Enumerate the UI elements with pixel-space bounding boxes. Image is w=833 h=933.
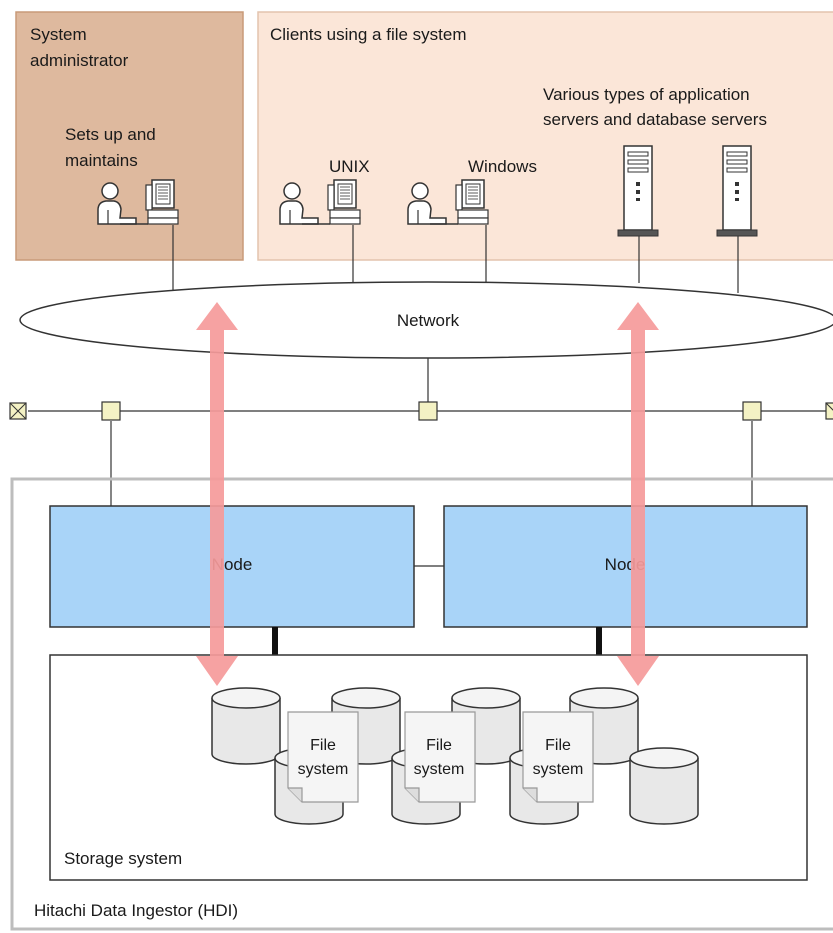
file-system-1-line2: system [298, 761, 349, 778]
admin-title-line2: administrator [30, 51, 129, 70]
servers-label-line1: Various types of application [543, 85, 750, 104]
file-system-3-line2: system [533, 761, 584, 778]
admin-role-line1: Sets up and [65, 125, 156, 144]
disk-icon [629, 747, 699, 825]
lan-terminator-left [9, 402, 27, 420]
lan-terminator-right [825, 402, 833, 420]
storage-system-label: Storage system [64, 849, 182, 868]
hdi-label: Hitachi Data Ingestor (HDI) [34, 901, 238, 920]
disk-icon [211, 687, 281, 765]
admin-role-line2: maintains [65, 151, 138, 170]
lan-hub-center [418, 401, 438, 421]
file-system-document-icon [287, 711, 359, 803]
file-system-3-line1: File [545, 737, 571, 754]
unix-label: UNIX [329, 157, 370, 176]
windows-label: Windows [468, 157, 537, 176]
file-system-1-line1: File [310, 737, 336, 754]
file-system-2-line1: File [426, 737, 452, 754]
data-flow-arrow-left [196, 302, 238, 686]
lan-hub-left [101, 401, 121, 421]
clients-title: Clients using a file system [270, 25, 467, 44]
servers-label-line2: servers and database servers [543, 110, 767, 129]
application-server-icon [617, 145, 659, 237]
file-system-document-icon [522, 711, 594, 803]
admin-title-line1: System [30, 25, 87, 44]
database-server-icon [716, 145, 758, 237]
node-left [49, 505, 415, 628]
data-flow-arrow-right [617, 302, 659, 686]
network-label: Network [397, 311, 460, 330]
file-system-2-line2: system [414, 761, 465, 778]
lan-hub-right [742, 401, 762, 421]
node-right [443, 505, 808, 628]
hdi-outer-box [10, 477, 833, 931]
file-system-document-icon [404, 711, 476, 803]
